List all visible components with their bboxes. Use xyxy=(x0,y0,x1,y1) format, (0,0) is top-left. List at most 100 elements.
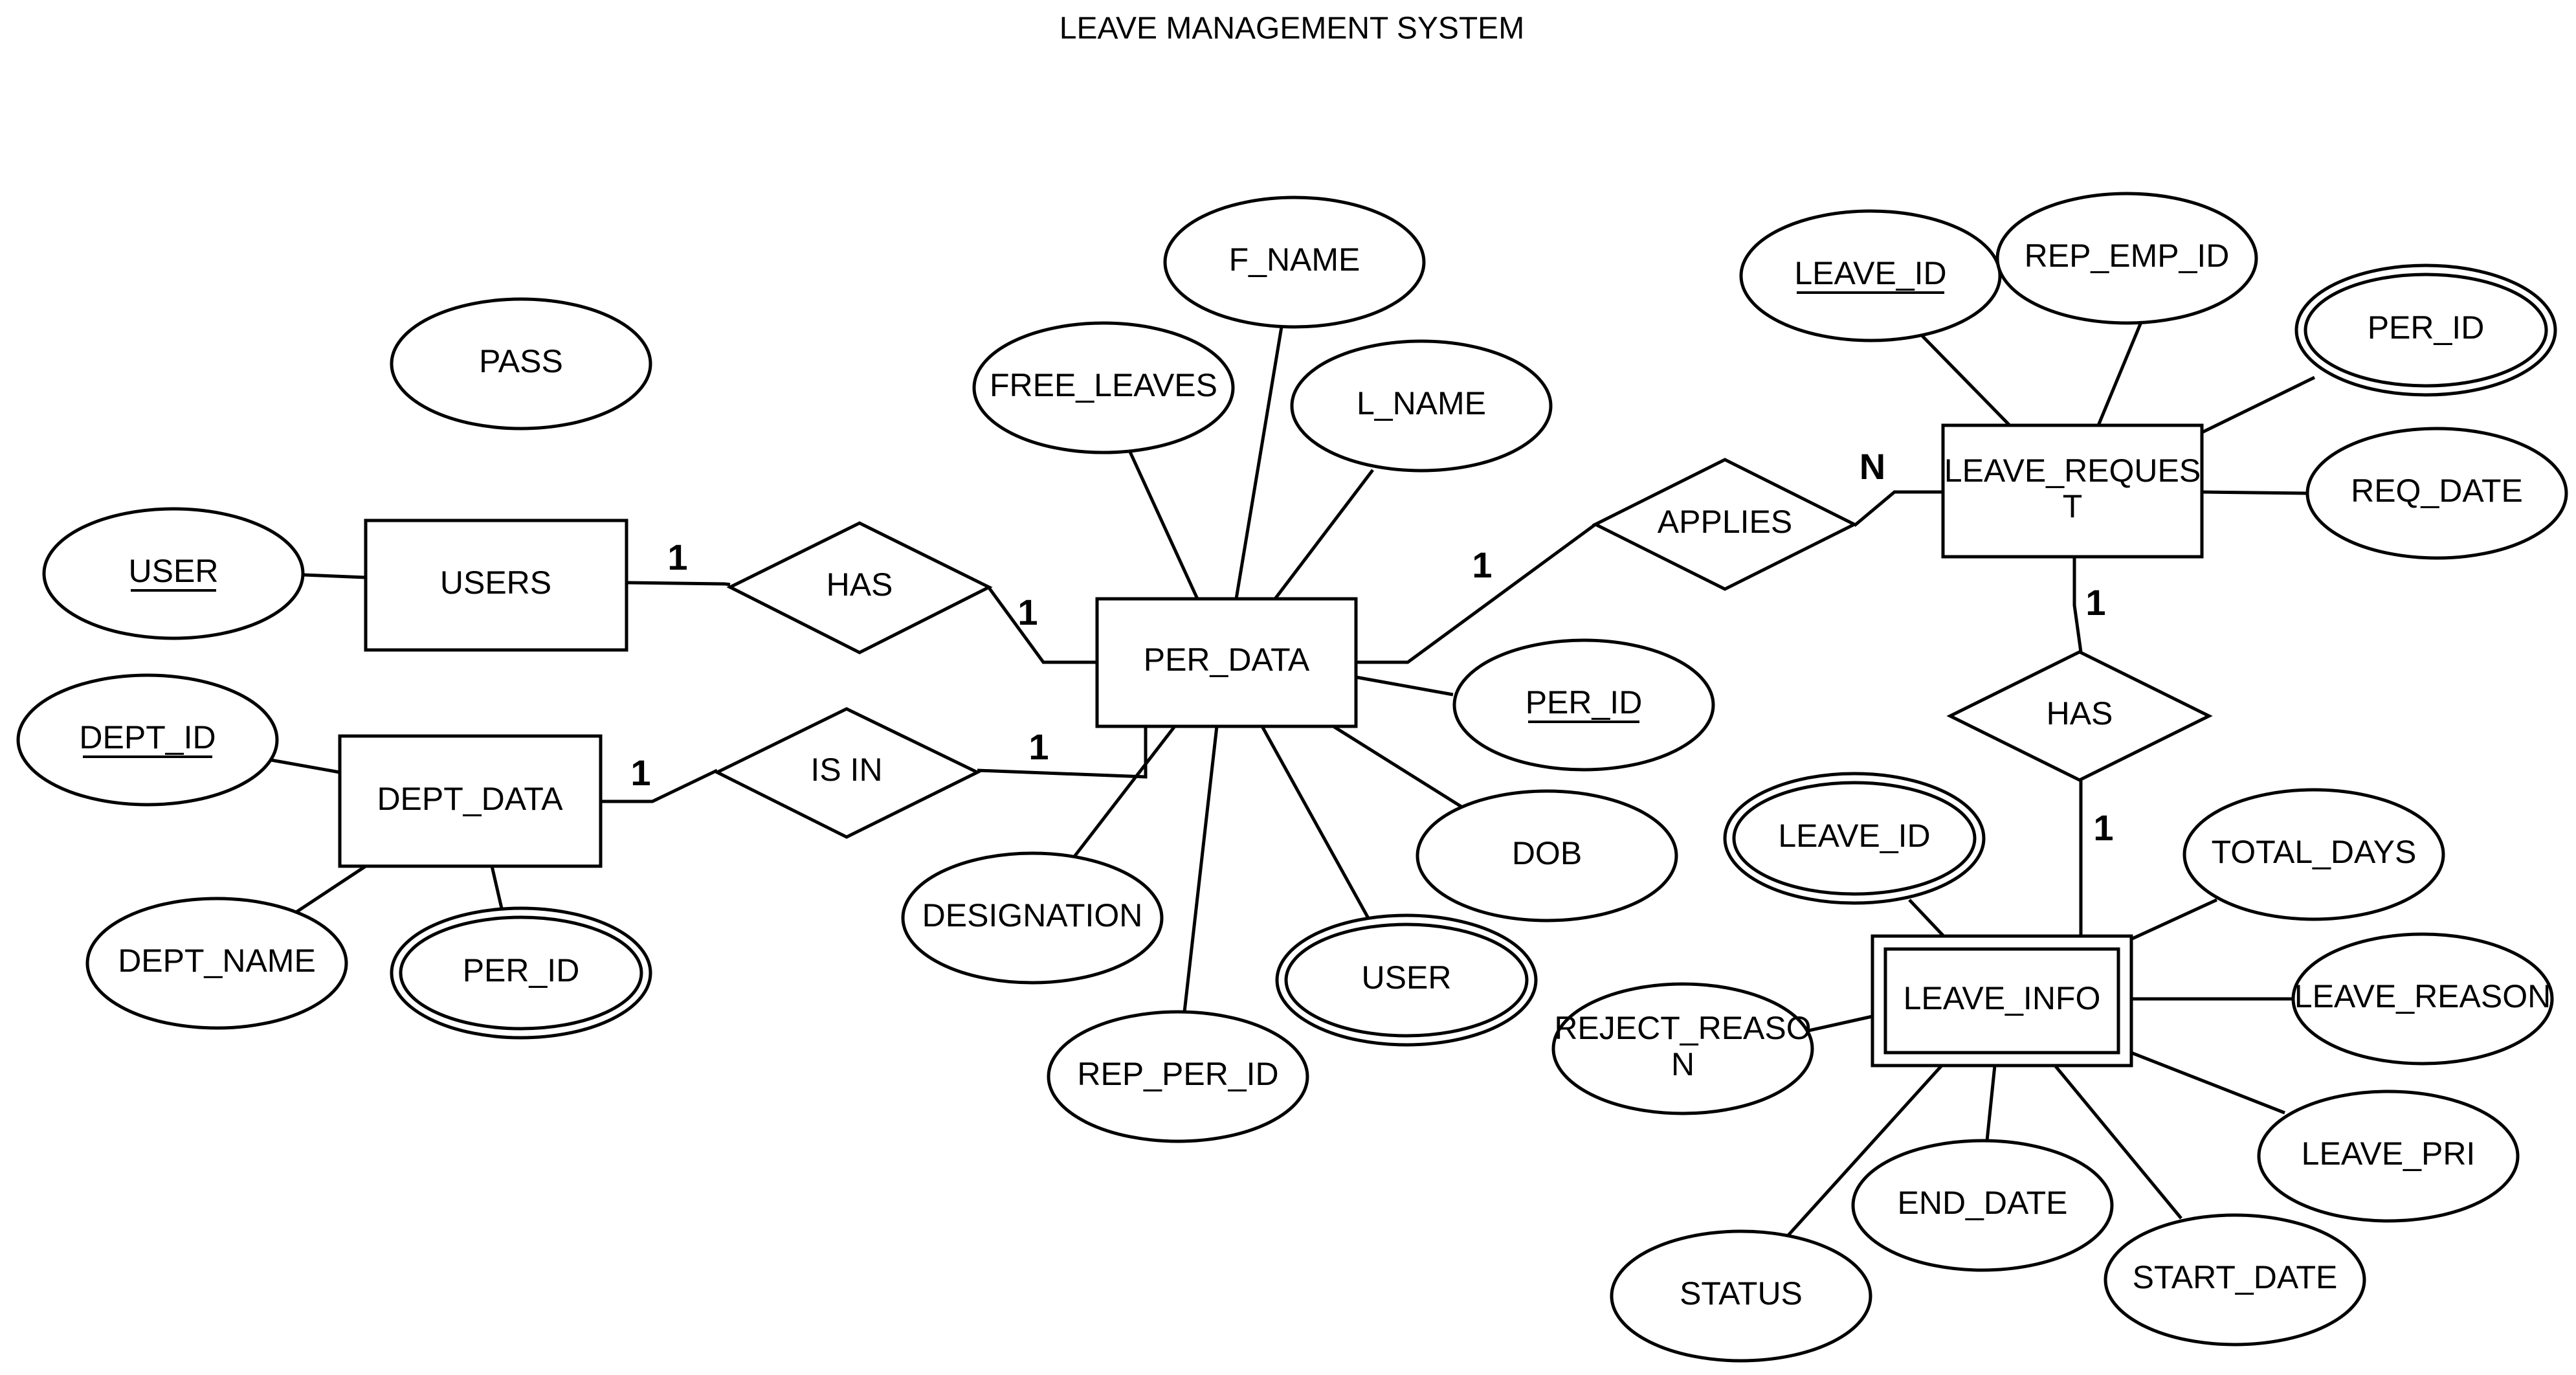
cardinality-has-per: 1 xyxy=(1017,592,1038,632)
relationship-is-in-label: IS IN xyxy=(810,752,882,788)
attribute-leave-pri[interactable]: LEAVE_PRI xyxy=(2257,1090,2520,1223)
attribute-reject-reason[interactable]: REJECT_REASO N xyxy=(1551,982,1814,1115)
attribute-leave-reason[interactable]: LEAVE_REASON xyxy=(2291,932,2554,1066)
edge-req-perid xyxy=(2201,375,2316,434)
attribute-dept-id[interactable]: DEPT_ID xyxy=(16,673,279,807)
entity-dept-data-box xyxy=(338,734,603,868)
entity-per-data[interactable]: PER_DATA xyxy=(1095,597,1358,728)
edge-req-repempid xyxy=(2096,319,2144,426)
entity-users-label: USERS xyxy=(440,565,551,601)
attribute-req-date-label: REQ_DATE xyxy=(2351,473,2523,509)
attribute-dept-id-label: DEPT_ID xyxy=(79,719,216,755)
cardinality-labels: 1 1 1 N 1 1 1 1 xyxy=(630,446,2113,848)
weak-entity-leave-info-label: LEAVE_INFO xyxy=(1904,980,2101,1016)
attribute-f-name[interactable]: F_NAME xyxy=(1163,196,1426,329)
relationship-is-in[interactable]: IS IN xyxy=(713,707,981,839)
relationship-has-users-label: HAS xyxy=(827,566,893,603)
entity-per-data-box xyxy=(1095,597,1358,728)
attribute-per-user-label: USER xyxy=(1362,959,1452,996)
attribute-reject-reason-label-2: N xyxy=(1671,1046,1694,1082)
attribute-end-date[interactable]: END_DATE xyxy=(1851,1139,2114,1272)
cardinality-req-has: 1 xyxy=(2085,582,2105,623)
attribute-status[interactable]: STATUS xyxy=(1610,1229,1872,1363)
relationship-is-in-diamond xyxy=(713,707,981,839)
relationship-has-leave[interactable]: HAS xyxy=(1946,650,2213,782)
attribute-leave-id-key-label: LEAVE_ID xyxy=(1794,255,1946,291)
attribute-total-days[interactable]: TOTAL_DAYS xyxy=(2182,788,2445,921)
relationship-applies[interactable]: APPLIES xyxy=(1592,458,1858,591)
edge-req-leaveid xyxy=(1921,335,2011,427)
entity-users-box xyxy=(364,519,628,652)
edge-dept-isin xyxy=(601,768,718,803)
cardinality-per-applies: 1 xyxy=(1472,544,1492,585)
attribute-req-date[interactable]: REQ_DATE xyxy=(2305,427,2568,560)
edge-per-freeleaves xyxy=(1127,449,1199,600)
edge-isin-per xyxy=(977,726,1148,779)
relationship-applies-label: APPLIES xyxy=(1658,504,1792,540)
attribute-total-days-label: TOTAL_DAYS xyxy=(2212,834,2417,870)
attribute-per-user[interactable]: USER xyxy=(1275,913,1538,1047)
attribute-pass-oval xyxy=(390,297,652,430)
edge-per-designation xyxy=(1073,725,1176,858)
attribute-per-id-key-oval xyxy=(1452,638,1715,772)
edge-info-status xyxy=(1787,1064,1943,1236)
attribute-dept-per-id[interactable]: PER_ID xyxy=(390,906,652,1040)
attribute-req-per-id[interactable]: PER_ID xyxy=(2294,263,2557,397)
entity-dept-data-label: DEPT_DATA xyxy=(377,781,563,817)
edge-per-user xyxy=(1260,725,1371,921)
edge-users-user xyxy=(303,573,366,579)
entity-dept-data[interactable]: DEPT_DATA xyxy=(338,734,603,868)
attribute-per-user-oval-inner xyxy=(1284,922,1529,1038)
edge-per-fname xyxy=(1234,326,1283,599)
attribute-f-name-oval xyxy=(1163,196,1426,329)
attribute-f-name-label: F_NAME xyxy=(1229,241,1360,278)
cardinality-has-info: 1 xyxy=(2093,807,2113,848)
attribute-user-key-oval xyxy=(42,507,305,640)
attribute-dob-oval xyxy=(1416,789,1678,922)
attribute-free-leaves-oval xyxy=(972,321,1235,454)
attribute-leave-pri-label: LEAVE_PRI xyxy=(2302,1135,2476,1172)
attribute-user-key[interactable]: USER xyxy=(42,507,305,640)
edge-info-rejectreason xyxy=(1805,1014,1873,1033)
attribute-start-date[interactable]: START_DATE xyxy=(2104,1213,2366,1347)
attribute-info-leave-id-oval-inner xyxy=(1732,781,1977,896)
attribute-leave-reason-label: LEAVE_REASON xyxy=(2294,978,2551,1014)
attribute-free-leaves[interactable]: FREE_LEAVES xyxy=(972,321,1235,454)
attribute-info-leave-id[interactable]: LEAVE_ID xyxy=(1723,772,1986,905)
entity-leave-request-box xyxy=(1941,423,2204,559)
attribute-designation-oval xyxy=(901,851,1164,985)
attribute-user-key-label: USER xyxy=(129,553,219,589)
edge-per-perid xyxy=(1355,675,1454,697)
relationship-has-users-diamond xyxy=(726,521,993,654)
edge-req-has xyxy=(2072,557,2083,653)
relationship-has-users[interactable]: HAS xyxy=(726,521,993,654)
attribute-l-name[interactable]: L_NAME xyxy=(1290,339,1553,473)
attribute-per-id-key[interactable]: PER_ID xyxy=(1452,638,1715,772)
edge-per-lname xyxy=(1274,469,1374,600)
attribute-req-per-id-label: PER_ID xyxy=(2368,309,2485,346)
attribute-status-label: STATUS xyxy=(1680,1275,1803,1312)
diagram-title: LEAVE MANAGEMENT SYSTEM xyxy=(1060,12,1524,46)
weak-entity-leave-info-inner xyxy=(1883,947,2120,1055)
attribute-leave-id-key[interactable]: LEAVE_ID xyxy=(1739,209,2002,342)
cardinality-dept-isin: 1 xyxy=(630,752,650,793)
edge-info-startdate xyxy=(2054,1064,2182,1220)
cardinality-applies-req: N xyxy=(1860,446,1885,487)
edge-has-perdata xyxy=(987,587,1097,664)
attribute-start-date-label: START_DATE xyxy=(2133,1259,2338,1295)
attribute-rep-per-id[interactable]: REP_PER_ID xyxy=(1047,1010,1309,1143)
attribute-dept-name[interactable]: DEPT_NAME xyxy=(85,897,348,1030)
attribute-dob-label: DOB xyxy=(1512,835,1582,871)
weak-entity-leave-info[interactable]: LEAVE_INFO xyxy=(1871,934,2133,1068)
attribute-l-name-oval xyxy=(1290,339,1553,473)
attribute-free-leaves-label: FREE_LEAVES xyxy=(990,367,1217,403)
edge-per-applies xyxy=(1356,522,1597,664)
attribute-designation[interactable]: DESIGNATION xyxy=(901,851,1164,985)
edge-info-enddate xyxy=(1985,1065,1997,1141)
attribute-rep-emp-id[interactable]: REP_EMP_ID xyxy=(1995,192,2258,325)
attribute-pass[interactable]: PASS xyxy=(390,297,652,430)
entity-users[interactable]: USERS xyxy=(364,519,628,652)
edge-dept-perid xyxy=(490,866,504,909)
attribute-dob[interactable]: DOB xyxy=(1416,789,1678,922)
entity-leave-request[interactable]: LEAVE_REQUES T xyxy=(1941,423,2204,559)
